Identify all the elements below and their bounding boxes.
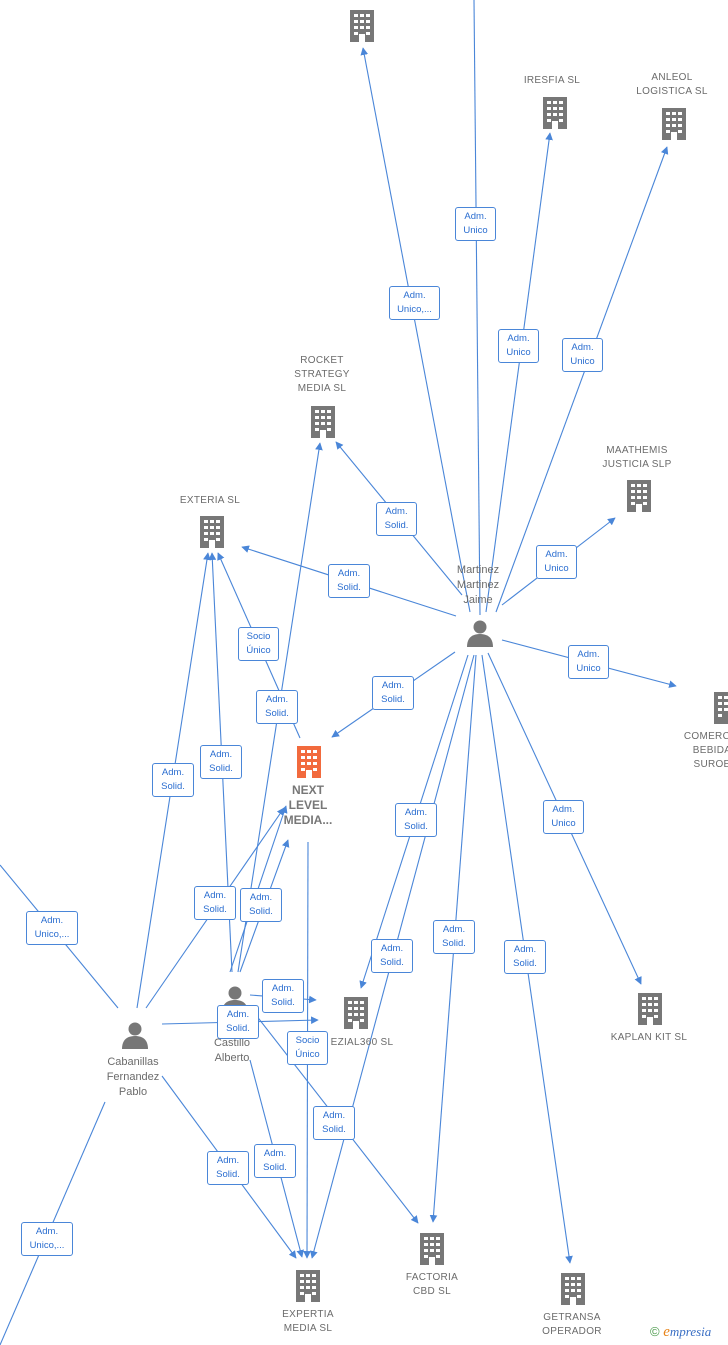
company-label-rocket[interactable]: ROCKET STRATEGY MEDIA SL xyxy=(294,355,350,394)
edge-label[interactable]: Adm. Solid. xyxy=(313,1106,355,1140)
edge-label[interactable]: Adm. Unico,... xyxy=(26,911,78,945)
main-company-label-next-level[interactable]: NEXT LEVEL MEDIA... xyxy=(283,783,333,827)
company-label-maathemis[interactable]: MAATHEMIS JUSTICIA SLP xyxy=(602,445,672,470)
company-label-kaplan[interactable]: KAPLAN KIT SL xyxy=(610,1032,688,1043)
copyright-symbol: © xyxy=(650,1324,660,1339)
edge-label[interactable]: Adm. Solid. xyxy=(152,763,194,797)
building-icon xyxy=(344,997,368,1029)
edge-label[interactable]: Adm. Unico xyxy=(455,207,496,241)
edge-label[interactable]: Adm. Solid. xyxy=(328,564,370,598)
edge-label[interactable]: Adm. Solid. xyxy=(194,886,236,920)
edge-label[interactable]: Socio Único xyxy=(287,1031,328,1065)
edge-martinez-topcompany xyxy=(360,47,471,613)
edge-label[interactable]: Adm. Solid. xyxy=(395,803,437,837)
building-icon xyxy=(296,1270,320,1302)
edge-label[interactable]: Adm. Unico,... xyxy=(21,1222,73,1256)
company-label-comercial[interactable]: COMERCIA BEBIDA SUROE xyxy=(683,731,728,770)
edge-label[interactable]: Socio Único xyxy=(238,627,279,661)
edge-label[interactable]: Adm. Solid. xyxy=(207,1151,249,1185)
person-label-castillo[interactable]: Castillo Alberto xyxy=(213,1037,251,1064)
edge-label[interactable]: Adm. Solid. xyxy=(262,979,304,1013)
company-label-expertia[interactable]: EXPERTIA MEDIA SL xyxy=(282,1309,334,1334)
building-icon xyxy=(638,993,662,1025)
building-icon xyxy=(311,406,335,438)
edge-label[interactable]: Adm. Solid. xyxy=(372,676,414,710)
building-icon xyxy=(350,10,374,42)
edge-label[interactable]: Adm. Unico xyxy=(562,338,603,372)
person-icon xyxy=(467,620,493,647)
edge-label[interactable]: Adm. Unico xyxy=(568,645,609,679)
edge-label[interactable]: Adm. Solid. xyxy=(240,888,282,922)
brand-name: mpresia xyxy=(669,1324,712,1339)
building-icon xyxy=(561,1273,585,1305)
person-icon xyxy=(122,1022,148,1049)
edge-label[interactable]: Adm. Unico xyxy=(498,329,539,363)
edge-label[interactable]: Adm. Unico xyxy=(543,800,584,834)
person-label-cabanillas[interactable]: Cabanillas Fernandez Pablo xyxy=(106,1056,160,1098)
company-label-exteria[interactable]: EXTERIA SL xyxy=(179,495,241,506)
brand-logo: © empresia xyxy=(650,1324,711,1341)
edge-label[interactable]: Adm. Solid. xyxy=(254,1144,296,1178)
edge-label[interactable]: Adm. Unico xyxy=(536,545,577,579)
building-icon xyxy=(543,97,567,129)
edge-martinez-top-line xyxy=(473,0,481,616)
building-icon xyxy=(420,1233,444,1265)
building-icon xyxy=(714,692,728,724)
building-icon xyxy=(627,480,651,512)
company-label-getransa[interactable]: GETRANSA OPERADOR xyxy=(542,1312,602,1337)
building-icon xyxy=(200,516,224,548)
brand-e: e xyxy=(663,1324,670,1340)
edge-label[interactable]: Adm. Solid. xyxy=(376,502,417,536)
edge-martinez-iresfia xyxy=(485,132,553,613)
company-label-iresfia[interactable]: IRESFIA SL xyxy=(523,75,581,86)
edge-label[interactable]: Adm. Solid. xyxy=(371,939,413,973)
building-icon-main xyxy=(297,746,321,778)
edge-label[interactable]: Adm. Solid. xyxy=(200,745,242,779)
building-icon xyxy=(662,108,686,140)
edge-martinez-anleol xyxy=(495,146,669,613)
edge-label[interactable]: Adm. Solid. xyxy=(504,940,546,974)
company-label-anleol[interactable]: ANLEOL LOGISTICA SL xyxy=(636,72,708,97)
company-label-ezial[interactable]: EZIAL360 SL xyxy=(330,1037,394,1048)
edge-label[interactable]: Adm. Solid. xyxy=(217,1005,259,1039)
company-label-factoria[interactable]: FACTORIA CBD SL xyxy=(405,1272,459,1297)
edge-label[interactable]: Adm. Solid. xyxy=(256,690,298,724)
edge-label[interactable]: Adm. Solid. xyxy=(433,920,475,954)
person-label-martinez[interactable]: Martinez Martinez Jaime xyxy=(456,564,500,606)
edge-label[interactable]: Adm. Unico,... xyxy=(389,286,440,320)
